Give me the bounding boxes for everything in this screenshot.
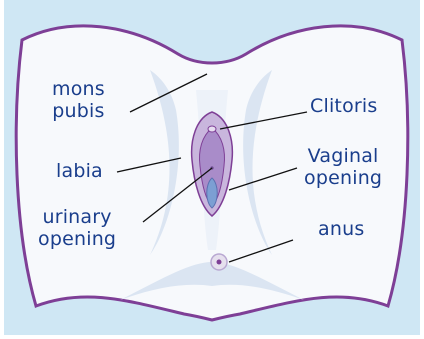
label-anus: anus <box>318 218 364 240</box>
label-urinary-opening: urinary opening <box>38 206 116 250</box>
label-vaginal-opening-line-2: opening <box>304 167 382 189</box>
label-vaginal-opening: Vaginal opening <box>304 145 382 189</box>
label-urinary-opening-line-1: urinary <box>38 206 116 228</box>
label-clitoris: Clitoris <box>310 95 378 117</box>
label-mons-pubis: mons pubis <box>52 78 105 122</box>
anus-center <box>217 260 222 265</box>
label-vaginal-opening-line-1: Vaginal <box>304 145 382 167</box>
label-labia: labia <box>56 160 103 182</box>
clitoris-mark <box>208 126 216 132</box>
label-clitoris-text: Clitoris <box>310 95 378 117</box>
label-anus-text: anus <box>318 218 364 240</box>
label-mons-pubis-line-1: mons <box>52 78 105 100</box>
label-urinary-opening-line-2: opening <box>38 228 116 250</box>
label-labia-text: labia <box>56 160 103 182</box>
vaginal-opening-mark <box>207 178 218 208</box>
label-mons-pubis-line-2: pubis <box>52 100 105 122</box>
